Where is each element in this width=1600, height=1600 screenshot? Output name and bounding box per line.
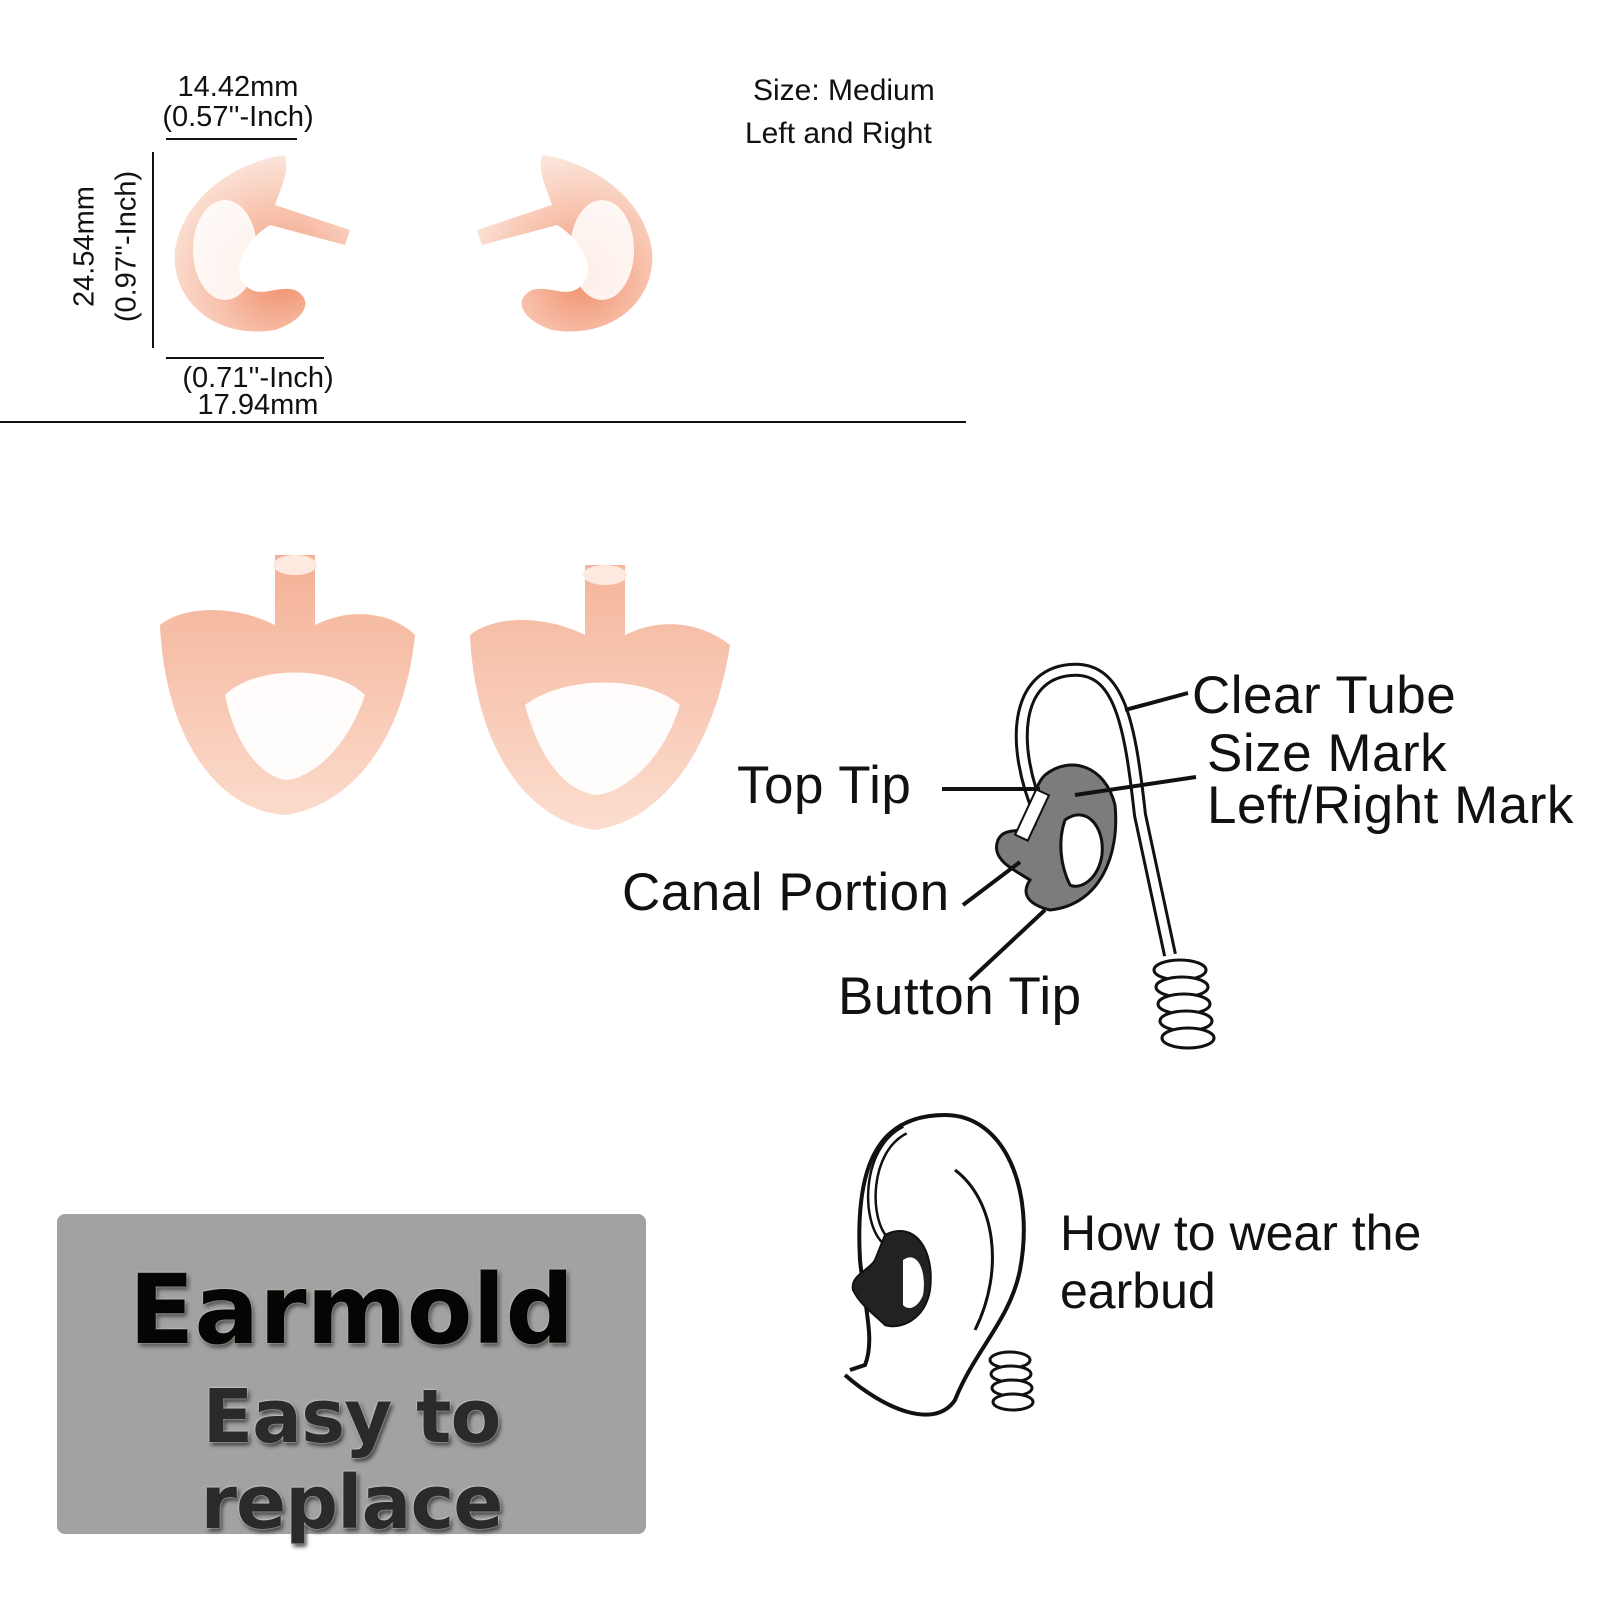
bottom-width-mm: 17.94mm <box>197 389 319 421</box>
top-width-inch: (0.57''-Inch) <box>162 101 314 133</box>
ear-wearing-illustration <box>843 1113 1035 1417</box>
clear-tube-pointer <box>1124 691 1189 712</box>
earmold-photo-right <box>470 565 730 830</box>
earpiece-diagram <box>995 662 1216 1050</box>
label-top-tip: Top Tip <box>737 756 912 815</box>
earmold-banner: Earmold Easy to replace <box>57 1214 646 1546</box>
bottom-width-label: (0.71''-Inch) 17.94mm <box>170 362 346 421</box>
label-button-tip: Button Tip <box>838 967 1082 1026</box>
label-size-mark: Size Mark <box>1207 724 1448 783</box>
earmold-right-image <box>477 155 653 332</box>
sides-label: Left and Right <box>745 117 932 150</box>
how-to-wear-line2: earbud <box>1060 1263 1216 1319</box>
bottom-width-inch: (0.71''-Inch) <box>182 362 334 394</box>
top-width-mm: 14.42mm <box>177 71 299 103</box>
how-to-wear-text: How to wear the earbud <box>1060 1204 1421 1320</box>
canal-portion-pointer <box>961 860 1022 907</box>
size-mark-pointer <box>1074 775 1197 797</box>
button-tip-pointer <box>968 908 1047 982</box>
top-width-line <box>166 138 297 140</box>
how-to-wear-line1: How to wear the <box>1060 1205 1422 1261</box>
banner-title: Earmold <box>128 1254 575 1366</box>
label-clear-tube: Clear Tube <box>1192 666 1457 725</box>
earmold-photo-left <box>160 555 415 815</box>
earmold-left-image <box>174 155 350 332</box>
size-label: Size: Medium <box>753 74 935 107</box>
section-divider <box>0 421 966 423</box>
label-left-right-mark: Left/Right Mark <box>1207 776 1574 835</box>
size-info: Size: Medium Left and Right <box>745 69 935 155</box>
height-line <box>152 152 154 348</box>
bottom-width-line <box>166 357 324 359</box>
banner-subtitle: Easy to replace <box>200 1374 503 1546</box>
label-canal-portion: Canal Portion <box>622 863 950 922</box>
top-width-label: 14.42mm (0.57''-Inch) <box>150 72 326 132</box>
